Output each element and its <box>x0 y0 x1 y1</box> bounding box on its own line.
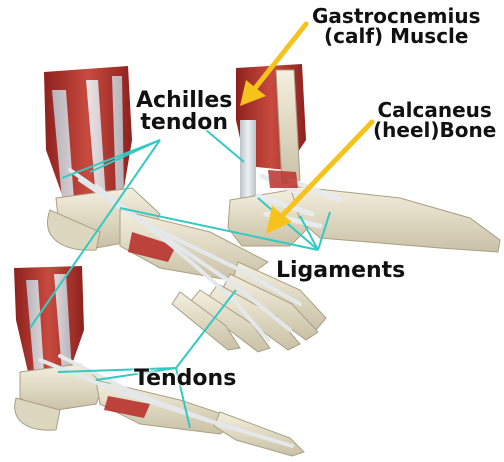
gastrocnemius-label-line1: Gastrocnemius <box>312 6 480 26</box>
achilles-label: Achilles tendon <box>136 90 232 134</box>
achilles-label-line2: tendon <box>136 112 232 134</box>
ligaments-label-text: Ligaments <box>276 260 405 282</box>
gastrocnemius-label: Gastrocnemius (calf) Muscle <box>312 6 480 46</box>
gastrocnemius-label-line2: (calf) Muscle <box>312 26 480 46</box>
achilles-label-line1: Achilles <box>136 90 232 112</box>
tendons-label: Tendons <box>134 368 236 390</box>
ankle-muscle-top-right <box>268 170 298 188</box>
calcaneus-label-line1: Calcaneus <box>373 100 496 120</box>
calcaneus-label: Calcaneus (heel)Bone <box>373 100 496 140</box>
tendons-label-text: Tendons <box>134 368 236 390</box>
ligaments-label: Ligaments <box>276 260 405 282</box>
calf-muscle-bottom <box>14 266 84 372</box>
calcaneus-label-line2: (heel)Bone <box>373 120 496 140</box>
